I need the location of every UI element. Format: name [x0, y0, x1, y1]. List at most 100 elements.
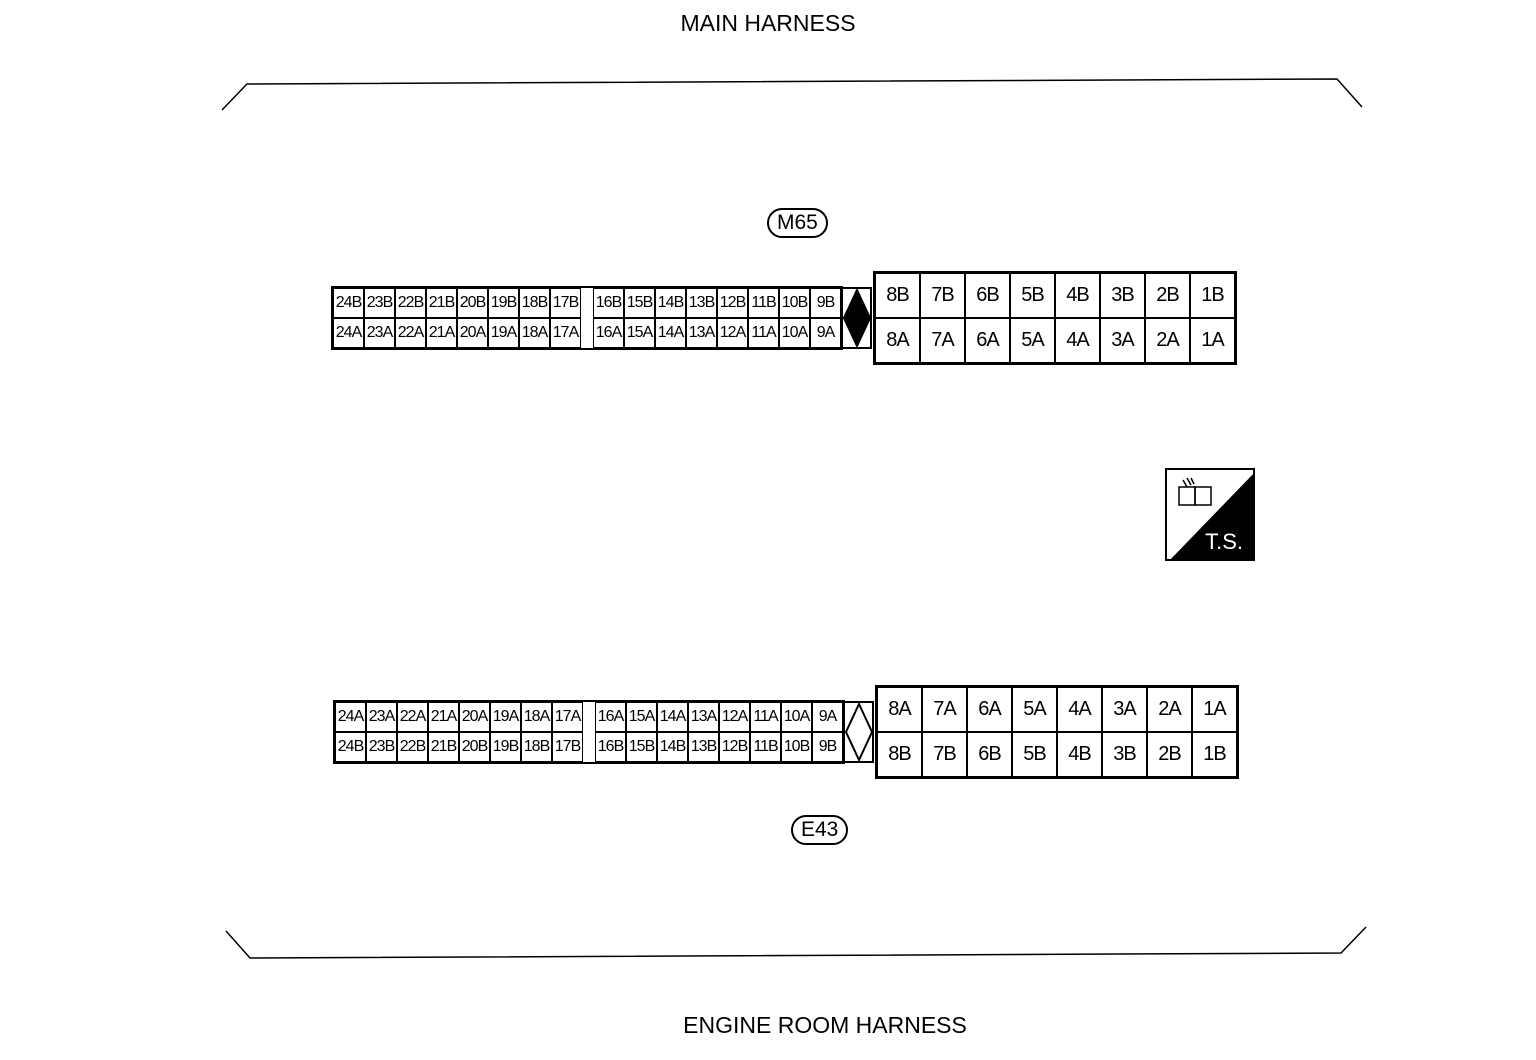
pin-14b: 14B [655, 288, 686, 318]
connector-id-m65: M65 [767, 208, 828, 238]
pin-24b: 24B [333, 288, 364, 318]
pin-gap [581, 318, 593, 348]
pin-19b: 19B [488, 288, 519, 318]
pin-9b: 9B [810, 288, 841, 318]
pin-20a: 20A [457, 318, 488, 348]
pin-10a: 10A [781, 702, 812, 732]
main-harness-label: MAIN HARNESS [680, 10, 856, 36]
pin-19b: 19B [490, 732, 521, 762]
pin-15a: 15A [624, 318, 655, 348]
pin-8b: 8B [875, 273, 920, 318]
pin-13b: 13B [686, 288, 717, 318]
pin-4a: 4A [1055, 318, 1100, 363]
pin-9a: 9A [812, 702, 843, 732]
pin-gap [583, 732, 595, 762]
pin-7b: 7B [922, 732, 967, 777]
pin-8b: 8B [877, 732, 922, 777]
pin-14a: 14A [657, 702, 688, 732]
pin-20b: 20B [457, 288, 488, 318]
pin-23b: 23B [366, 732, 397, 762]
pin-6a: 6A [967, 687, 1012, 732]
connector-icon [1178, 477, 1212, 506]
pin-1b: 1B [1192, 732, 1237, 777]
pin-15b: 15B [626, 732, 657, 762]
pin-17a: 17A [552, 702, 583, 732]
pin-16a: 16A [593, 318, 624, 348]
lock-tab [843, 287, 872, 349]
pin-24a: 24A [333, 318, 364, 348]
pin-10a: 10A [779, 318, 810, 348]
ts-badge: T.S. [1165, 468, 1255, 561]
pin-19a: 19A [488, 318, 519, 348]
pin-24b: 24B [335, 732, 366, 762]
pin-16b: 16B [593, 288, 624, 318]
pin-21a: 21A [426, 318, 457, 348]
pin-22b: 22B [395, 288, 426, 318]
pin-5b: 5B [1010, 273, 1055, 318]
pin-8a: 8A [875, 318, 920, 363]
pin-4b: 4B [1057, 732, 1102, 777]
pin-6a: 6A [965, 318, 1010, 363]
pin-15b: 15B [624, 288, 655, 318]
pin-5b: 5B [1012, 732, 1057, 777]
pin-18b: 18B [521, 732, 552, 762]
pin-7a: 7A [920, 318, 965, 363]
pin-3b: 3B [1100, 273, 1145, 318]
pin-4a: 4A [1057, 687, 1102, 732]
pin-20a: 20A [459, 702, 490, 732]
pin-21b: 21B [428, 732, 459, 762]
pin-5a: 5A [1010, 318, 1055, 363]
pin-18a: 18A [521, 702, 552, 732]
pin-9b: 9B [812, 732, 843, 762]
pin-11a: 11A [748, 318, 779, 348]
pin-gap [583, 702, 595, 732]
pin-6b: 6B [967, 732, 1012, 777]
pin-16b: 16B [595, 732, 626, 762]
pin-9a: 9A [810, 318, 841, 348]
pin-12b: 12B [717, 288, 748, 318]
pin-12a: 12A [719, 702, 750, 732]
pin-5a: 5A [1012, 687, 1057, 732]
pin-3a: 3A [1102, 687, 1147, 732]
pin-1a: 1A [1192, 687, 1237, 732]
ts-label: T.S. [1205, 529, 1243, 554]
pin-1b: 1B [1190, 273, 1235, 318]
pin-17a: 17A [550, 318, 581, 348]
pin-22a: 22A [397, 702, 428, 732]
pin-12b: 12B [719, 732, 750, 762]
pin-3b: 3B [1102, 732, 1147, 777]
pin-14a: 14A [655, 318, 686, 348]
pin-16a: 16A [595, 702, 626, 732]
pin-23a: 23A [366, 702, 397, 732]
pin-15a: 15A [626, 702, 657, 732]
pin-22b: 22B [397, 732, 428, 762]
pin-13b: 13B [688, 732, 719, 762]
pin-24a: 24A [335, 702, 366, 732]
pin-23a: 23A [364, 318, 395, 348]
pin-17b: 17B [550, 288, 581, 318]
pin-gap [581, 288, 593, 318]
pin-22a: 22A [395, 318, 426, 348]
pin-10b: 10B [779, 288, 810, 318]
lock-tab [845, 701, 874, 763]
pin-8a: 8A [877, 687, 922, 732]
pin-2a: 2A [1145, 318, 1190, 363]
pin-11b: 11B [748, 288, 779, 318]
pin-20b: 20B [459, 732, 490, 762]
pin-18a: 18A [519, 318, 550, 348]
pin-13a: 13A [688, 702, 719, 732]
pin-14b: 14B [657, 732, 688, 762]
pin-7a: 7A [922, 687, 967, 732]
pin-21a: 21A [428, 702, 459, 732]
pin-11b: 11B [750, 732, 781, 762]
pin-1a: 1A [1190, 318, 1235, 363]
pin-12a: 12A [717, 318, 748, 348]
pin-19a: 19A [490, 702, 521, 732]
